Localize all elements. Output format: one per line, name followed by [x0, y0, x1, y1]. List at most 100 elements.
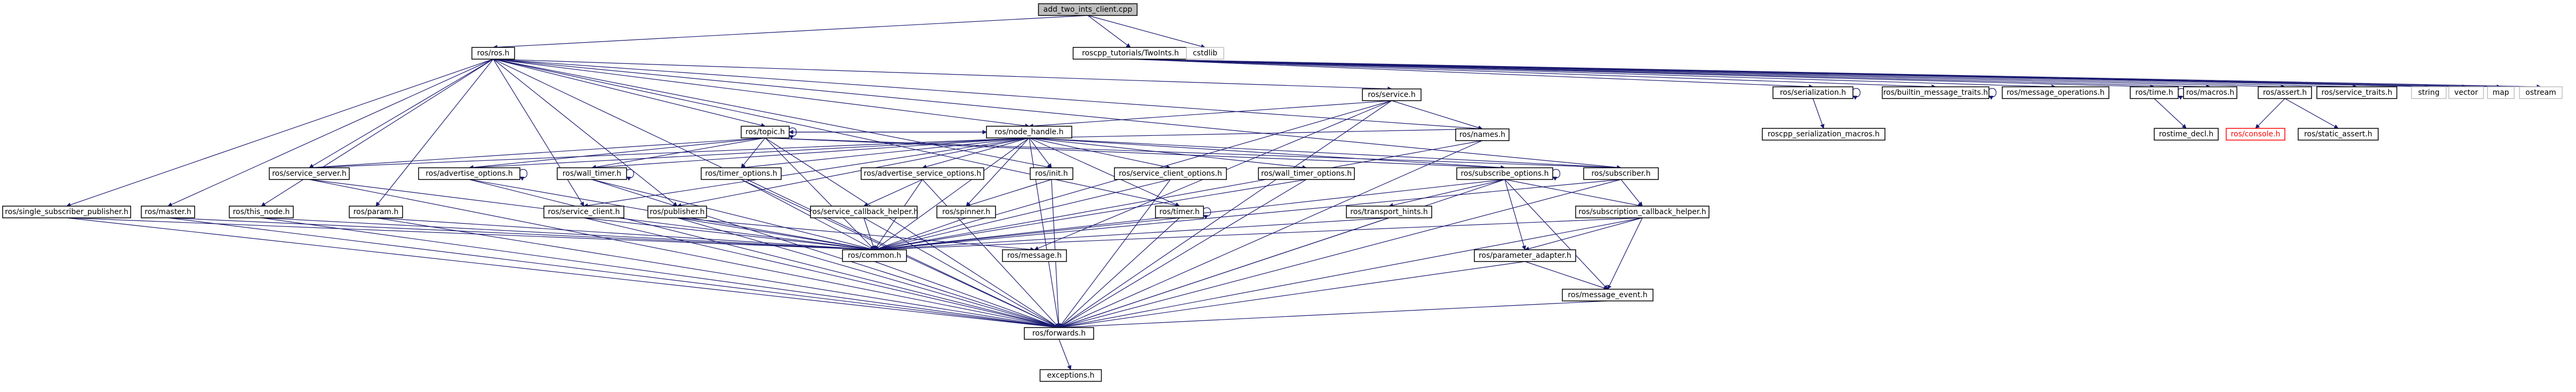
node-macros[interactable]: ros/macros.h: [2183, 86, 2237, 99]
node-sub-cb-helper[interactable]: ros/subscription_callback_helper.h: [1575, 206, 1710, 218]
edge-subscribe-options-to-transport-hints: [1389, 179, 1505, 208]
node-ser-macros[interactable]: roscpp_serialization_macros.h: [1762, 128, 1885, 141]
edge-node-handle-to-wall-timer-options: [1029, 137, 1307, 170]
node-console[interactable]: ros/console.h: [2226, 128, 2285, 141]
edge-time-to-time-decl: [2154, 98, 2187, 129]
node-advertise-options[interactable]: ros/advertise_options.h: [418, 167, 520, 180]
edge-wall-timer-options-to-forwards: [1058, 179, 1307, 328]
edge-parameter-adapter-to-message-event: [1524, 261, 1608, 290]
node-label: ostream: [2525, 88, 2556, 97]
node-tut[interactable]: roscpp_tutorials/TwoInts.h: [1072, 47, 1189, 60]
node-box: [2, 206, 131, 218]
node-message-event[interactable]: ros/message_event.h: [1562, 289, 1654, 301]
node-box: [2298, 128, 2379, 141]
node-label: ros/message.h: [1007, 251, 1062, 260]
node-box: [2226, 128, 2285, 141]
node-label: ros/spinner.h: [942, 208, 990, 216]
node-box: [1474, 249, 1576, 262]
edge-ros-ros-to-names: [493, 59, 1483, 131]
node-single-sub-pub[interactable]: ros/single_subscriber_publisher.h: [2, 206, 131, 218]
node-spinner[interactable]: ros/spinner.h: [936, 206, 996, 218]
node-node-handle[interactable]: ros/node_handle.h: [986, 126, 1072, 138]
node-master[interactable]: ros/master.h: [141, 206, 195, 218]
node-label: ros/node_handle.h: [994, 128, 1063, 136]
node-service[interactable]: ros/service.h: [1362, 88, 1422, 101]
node-topic[interactable]: ros/topic.h: [741, 126, 790, 138]
node-time[interactable]: ros/time.h: [2130, 86, 2179, 99]
node-root[interactable]: add_two_ints_client.cpp: [1038, 3, 1138, 16]
edge-assert-to-static-assert: [2284, 98, 2339, 129]
node-label: ros/message_event.h: [1568, 291, 1647, 299]
node-serialization[interactable]: ros/serialization.h: [1772, 86, 1853, 99]
node-label: ros/subscribe_options.h: [1460, 169, 1548, 178]
edge-ros-ros-to-timer: [493, 59, 1180, 208]
node-param[interactable]: ros/param.h: [349, 206, 403, 218]
node-label: ros/serialization.h: [1780, 88, 1846, 97]
edge-subscribe-options-to-parameter-adapter: [1504, 179, 1526, 250]
node-advertise-service-options[interactable]: ros/advertise_service_options.h: [861, 167, 984, 180]
node-wall-timer[interactable]: ros/wall_timer.h: [557, 167, 627, 180]
node-box: [1258, 167, 1355, 180]
edge-root-to-ros-ros: [493, 15, 1088, 50]
edge-ros-ros-to-init: [493, 59, 1052, 169]
node-transport-hints[interactable]: ros/transport_hints.h: [1346, 206, 1432, 218]
edge-ros-ros-to-service-server: [309, 59, 494, 168]
node-box: [2487, 86, 2515, 99]
edge-single-sub-pub-to-common: [66, 217, 875, 252]
node-label: ros/macros.h: [2186, 88, 2235, 97]
node-box: [986, 126, 1072, 138]
node-service-client[interactable]: ros/service_client.h: [543, 206, 624, 218]
node-common[interactable]: ros/common.h: [842, 249, 907, 262]
node-box: [647, 206, 707, 218]
edge-node-handle-to-service-client-options: [1029, 137, 1171, 169]
node-this-node[interactable]: ros/this_node.h: [229, 206, 294, 218]
node-box: [1030, 167, 1073, 180]
node-time-decl[interactable]: rostime_decl.h: [2154, 128, 2219, 141]
node-timer-options[interactable]: ros/timer_options.h: [701, 167, 782, 180]
node-parameter-adapter[interactable]: ros/parameter_adapter.h: [1474, 249, 1576, 262]
node-label: ros/forwards.h: [1032, 329, 1086, 338]
node-box: [1024, 327, 1094, 340]
edge-node-handle-to-service-client: [583, 137, 1030, 208]
node-box: [269, 167, 350, 180]
edge-sub-cb-helper-to-parameter-adapter: [1524, 217, 1643, 251]
edge-ros-ros-to-master: [167, 59, 494, 207]
node-static-assert[interactable]: ros/static_assert.h: [2298, 128, 2379, 141]
node-service-traits[interactable]: ros/service_traits.h: [2316, 86, 2397, 99]
node-publisher[interactable]: ros/publisher.h: [647, 206, 707, 218]
node-service-callback-helper[interactable]: ros/service_callback_helper.h: [809, 206, 918, 218]
node-label: ros/console.h: [2231, 130, 2281, 138]
node-service-server[interactable]: ros/service_server.h: [269, 167, 350, 180]
node-builtin-traits[interactable]: ros/builtin_message_traits.h: [1882, 86, 1989, 99]
node-label: ros/wall_timer_options.h: [1261, 169, 1352, 178]
node-ros-ros[interactable]: ros/ros.h: [471, 47, 515, 60]
node-box: [1882, 86, 1989, 99]
node-box: [2519, 86, 2563, 99]
edge-ros-ros-to-service-client: [493, 59, 584, 207]
node-wall-timer-options[interactable]: ros/wall_timer_options.h: [1258, 167, 1355, 180]
edge-sub-cb-helper-to-common: [874, 217, 1643, 252]
node-service-client-options[interactable]: ros/service_client_options.h: [1114, 167, 1227, 180]
node-layer: add_two_ints_client.cpp ros/ros.h roscpp_t…: [2, 3, 2563, 382]
edge-tut-to-message-ops: [1130, 59, 2056, 89]
edge-service-to-node-handle: [1029, 100, 1392, 128]
edge-publisher-to-forwards: [677, 217, 1060, 329]
node-subscribe-options[interactable]: ros/subscribe_options.h: [1456, 167, 1553, 180]
node-box: [810, 206, 918, 218]
node-timer[interactable]: ros/timer.h: [1155, 206, 1204, 218]
node-box: [936, 206, 996, 218]
node-forwards[interactable]: ros/forwards.h: [1024, 327, 1094, 340]
node-message-ops[interactable]: ros/message_operations.h: [2002, 86, 2109, 99]
node-subscriber[interactable]: ros/subscriber.h: [1583, 167, 1659, 180]
node-message[interactable]: ros/message.h: [1002, 249, 1067, 262]
node-label: ros/wall_timer.h: [563, 169, 621, 178]
node-label: ros/assert.h: [2263, 88, 2307, 97]
node-label: ros/timer.h: [1159, 208, 1199, 216]
node-assert[interactable]: ros/assert.h: [2258, 86, 2312, 99]
node-names[interactable]: ros/names.h: [1455, 128, 1510, 141]
node-init[interactable]: ros/init.h: [1030, 167, 1073, 180]
edge-ros-ros-to-node-handle: [493, 59, 1030, 128]
node-label: ros/single_subscriber_publisher.h: [5, 208, 128, 216]
node-exceptions[interactable]: exceptions.h: [1039, 369, 1102, 382]
edge-advertise-options-to-advertise-options: [519, 169, 527, 181]
